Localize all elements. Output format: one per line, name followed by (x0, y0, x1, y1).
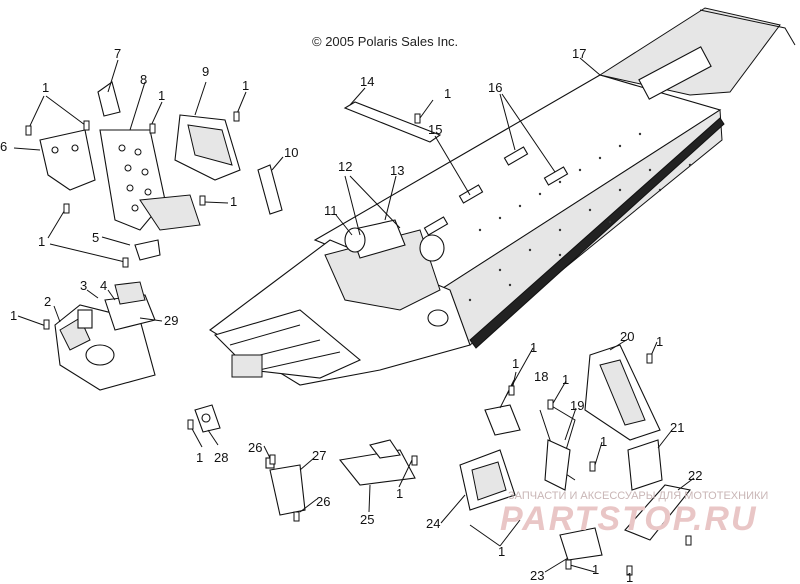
callout-c1k: 1 (512, 356, 519, 371)
callout-c1p: 1 (592, 562, 599, 577)
callout-c8: 8 (140, 72, 147, 87)
callout-c21: 21 (670, 420, 684, 435)
callout-c10: 10 (284, 145, 298, 160)
right-bracket-group (459, 344, 691, 561)
callout-c1h: 1 (396, 486, 403, 501)
callout-c17: 17 (572, 46, 586, 61)
callout-c26a: 26 (248, 440, 262, 455)
callout-c22: 22 (688, 468, 702, 483)
callout-c25: 25 (360, 512, 374, 527)
callout-c4: 4 (100, 278, 107, 293)
callout-c1f: 1 (10, 308, 17, 323)
callout-c1o: 1 (498, 544, 505, 559)
callout-c5: 5 (92, 230, 99, 245)
callout-c1q: 1 (626, 570, 633, 584)
callout-c1i: 1 (444, 86, 451, 101)
callout-c26b: 26 (316, 494, 330, 509)
callout-c18: 18 (534, 369, 548, 384)
callout-c19: 19 (570, 398, 584, 413)
callout-c16: 16 (488, 80, 502, 95)
callout-c1e: 1 (38, 234, 45, 249)
callout-c27: 27 (312, 448, 326, 463)
callout-c1n: 1 (656, 334, 663, 349)
callout-c1m: 1 (600, 434, 607, 449)
leader-lines (13, 57, 695, 573)
left-bracket-group (39, 81, 283, 391)
callout-c6: 6 (0, 139, 7, 154)
callout-c7: 7 (114, 46, 121, 61)
callout-c1a: 1 (42, 80, 49, 95)
watermark-tagline: ЗАПЧАСТИ И АКСЕССУАРЫ ДЛЯ МОТОТЕХНИКИ (508, 490, 768, 502)
callout-c9: 9 (202, 64, 209, 79)
callout-c2: 2 (44, 294, 51, 309)
callout-c1j: 1 (530, 340, 537, 355)
callout-c11: 11 (324, 203, 338, 218)
copyright-text: © 2005 Polaris Sales Inc. (312, 34, 458, 49)
callout-c24: 24 (426, 516, 440, 531)
bottom-left-group (194, 404, 416, 516)
callout-c13: 13 (390, 163, 404, 178)
callout-c29: 29 (164, 313, 178, 328)
callout-c1c: 1 (242, 78, 249, 93)
callout-c14: 14 (360, 74, 374, 89)
callout-c1l: 1 (562, 372, 569, 387)
callout-c15: 15 (428, 122, 442, 137)
callout-c1g: 1 (196, 450, 203, 465)
callout-c1d: 1 (230, 194, 237, 209)
callout-c23: 23 (530, 568, 544, 583)
callout-c12: 12 (338, 159, 352, 174)
part-14-strip (343, 101, 442, 143)
callout-c20: 20 (620, 329, 634, 344)
callout-c3: 3 (80, 278, 87, 293)
fasteners (25, 111, 692, 576)
chassis-tunnel (209, 7, 796, 386)
watermark-logo: PARTSTOP.RU (500, 500, 758, 538)
callout-c28: 28 (214, 450, 228, 465)
callout-c1b: 1 (158, 88, 165, 103)
